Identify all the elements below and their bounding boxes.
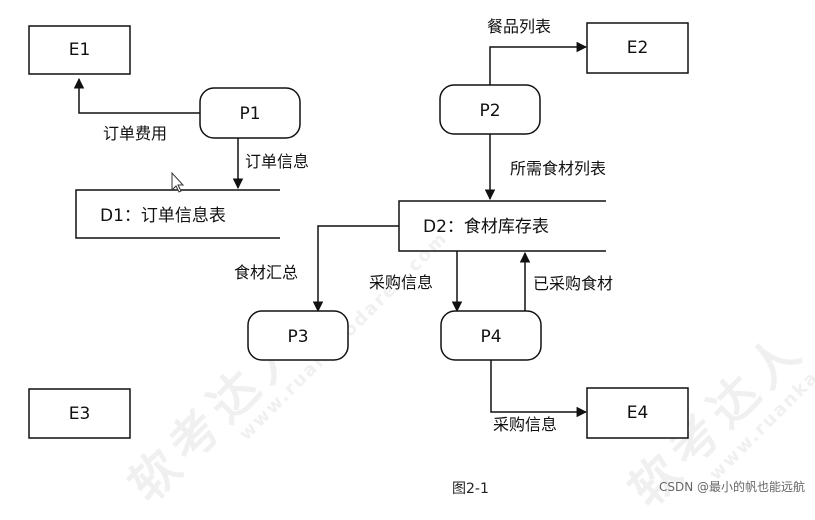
flow-d2-p3 — [312, 225, 399, 313]
store-d2: D2：食材库存表 — [398, 200, 606, 252]
flow-label-d2-p4: 采购信息 — [369, 273, 433, 292]
store-d2-label: D2：食材库存表 — [423, 217, 549, 237]
entity-e2-label: E2 — [627, 38, 649, 58]
process-p2-label: P2 — [479, 101, 500, 121]
flow-p4-e4 — [490, 360, 588, 418]
process-p1: P1 — [199, 87, 301, 139]
entity-e4-label: E4 — [627, 403, 649, 423]
process-p3-label: P3 — [287, 327, 308, 347]
flow-p1-e1 — [73, 77, 200, 114]
entity-e1: E1 — [28, 25, 131, 75]
diagram-canvas: 软考达人 www.ruankaodaren.com 软考达人 www.ruank… — [28, 17, 815, 519]
data-flow-diagram: 订单费用 订单信息 餐品列表 所需食材列表 食材汇总 采购信息 已采购食材 采购… — [28, 17, 689, 439]
process-p4: P4 — [440, 310, 542, 361]
flow-label-p2-e2: 餐品列表 — [487, 17, 551, 36]
credit-text: CSDN @最小的帆也能远航 — [658, 480, 805, 494]
entity-e1-label: E1 — [69, 40, 91, 60]
flow-p2-e2 — [489, 41, 588, 85]
flow-label-p4-e4: 采购信息 — [493, 415, 557, 434]
store-d1-label: D1：订单信息表 — [100, 206, 226, 226]
entity-e3-label: E3 — [69, 404, 91, 424]
process-p3: P3 — [247, 310, 349, 361]
figure-caption: 图2-1 — [452, 481, 489, 497]
flow-label-p4-d2: 已采购食材 — [533, 274, 613, 293]
process-p1-label: P1 — [239, 104, 260, 124]
mouse-cursor-icon — [171, 171, 185, 193]
entity-e3: E3 — [28, 388, 131, 439]
entity-e4: E4 — [586, 387, 689, 439]
flow-label-d2-p3: 食材汇总 — [234, 263, 298, 282]
store-d1: D1：订单信息表 — [75, 189, 280, 239]
process-p2: P2 — [439, 84, 541, 135]
flow-label-p2-d2: 所需食材列表 — [510, 159, 606, 178]
entity-e2: E2 — [586, 22, 689, 74]
flow-label-p1-d1: 订单信息 — [245, 152, 309, 171]
flow-label-p1-e1: 订单费用 — [103, 124, 167, 143]
process-p4-label: P4 — [480, 327, 501, 347]
